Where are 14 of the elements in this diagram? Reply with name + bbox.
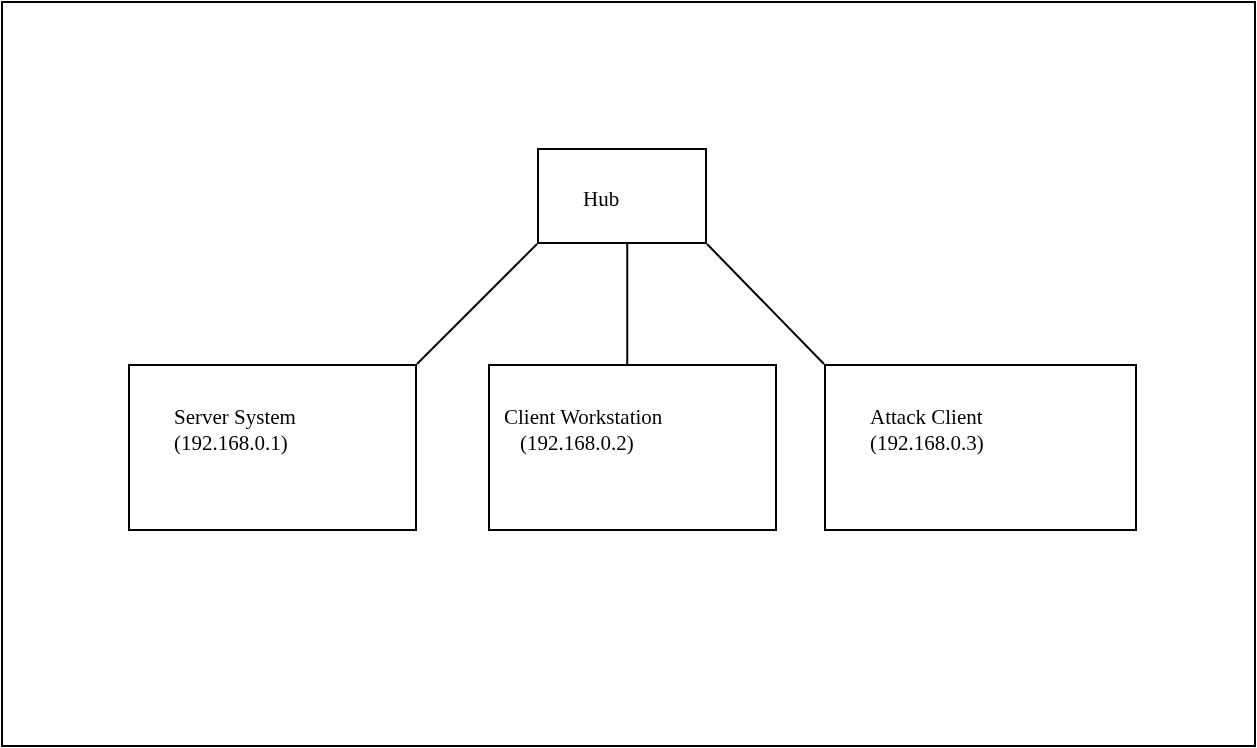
device-name: Server System: [174, 404, 296, 430]
hub-box: [537, 148, 707, 244]
connection-line: [626, 243, 629, 365]
device-name: Attack Client: [870, 404, 983, 430]
hub-label: Hub: [583, 186, 620, 212]
ip-address: (192.168.0.2): [520, 430, 634, 456]
connection-line: [416, 243, 538, 365]
connection-line: [706, 243, 825, 365]
device-name: Client Workstation: [504, 404, 663, 430]
host-box: [488, 364, 777, 531]
host-box: [824, 364, 1137, 531]
host-box: [128, 364, 417, 531]
ip-address: (192.168.0.3): [870, 430, 984, 456]
ip-address: (192.168.0.1): [174, 430, 288, 456]
